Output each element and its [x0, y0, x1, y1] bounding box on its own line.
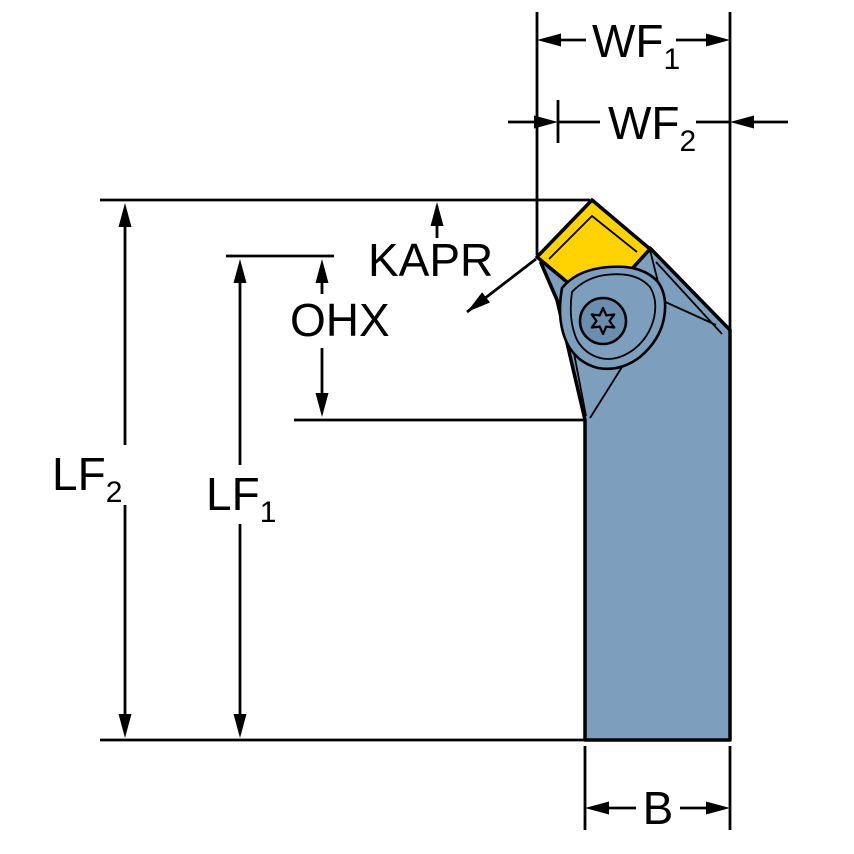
- ohx-bottom-arrowhead-icon: [315, 393, 329, 417]
- dimension-lf1: LF1: [206, 259, 276, 738]
- dimension-label-lf1: LF1: [206, 468, 276, 529]
- dimension-ohx: OHX: [290, 259, 390, 417]
- dimension-lf2: LF2: [52, 203, 132, 738]
- clamp-screw: [578, 296, 628, 346]
- wf1-left-arrowhead-icon: [537, 33, 561, 47]
- lf2-bottom-arrowhead-icon: [118, 714, 132, 738]
- reference-lines: [100, 12, 732, 830]
- ohx-top-arrowhead-icon: [315, 259, 329, 283]
- dimension-b: B: [585, 782, 730, 834]
- dimension-label-wf2: WF2: [608, 97, 696, 158]
- dimension-label-b: B: [643, 782, 674, 834]
- insert-edge-line: [548, 214, 638, 260]
- annotation-kapr: KAPR: [368, 202, 537, 314]
- lf1-bottom-arrowhead-icon: [233, 714, 247, 738]
- wf2-right-arrowhead-icon: [730, 115, 754, 129]
- torx-screw-icon: [590, 306, 616, 336]
- dimension-wf2: WF2: [508, 97, 788, 158]
- tool-holder: [535, 198, 732, 742]
- head-facet-line-left: [572, 347, 587, 417]
- kapr-diagonal-arrowhead-icon: [467, 292, 490, 312]
- dimension-label-lf2: LF2: [52, 448, 122, 509]
- clamp-corner-line: [649, 249, 659, 283]
- b-right-arrowhead-icon: [706, 801, 730, 815]
- wf1-right-arrowhead-icon: [706, 33, 730, 47]
- pocket-edge-line: [660, 299, 717, 326]
- dimension-label-kapr: KAPR: [368, 234, 493, 286]
- head-facet-line-right: [589, 366, 623, 419]
- lf1-top-arrowhead-icon: [233, 259, 247, 283]
- b-left-arrowhead-icon: [585, 801, 609, 815]
- wf2-left-arrowhead-icon: [534, 115, 558, 129]
- clamp-inner-edge: [569, 273, 657, 360]
- dimension-wf1: WF1: [537, 15, 730, 76]
- kapr-up-arrowhead-icon: [430, 202, 444, 226]
- lf2-top-arrowhead-icon: [118, 203, 132, 227]
- dimension-label-ohx: OHX: [290, 294, 390, 346]
- dimension-label-wf1: WF1: [592, 15, 680, 76]
